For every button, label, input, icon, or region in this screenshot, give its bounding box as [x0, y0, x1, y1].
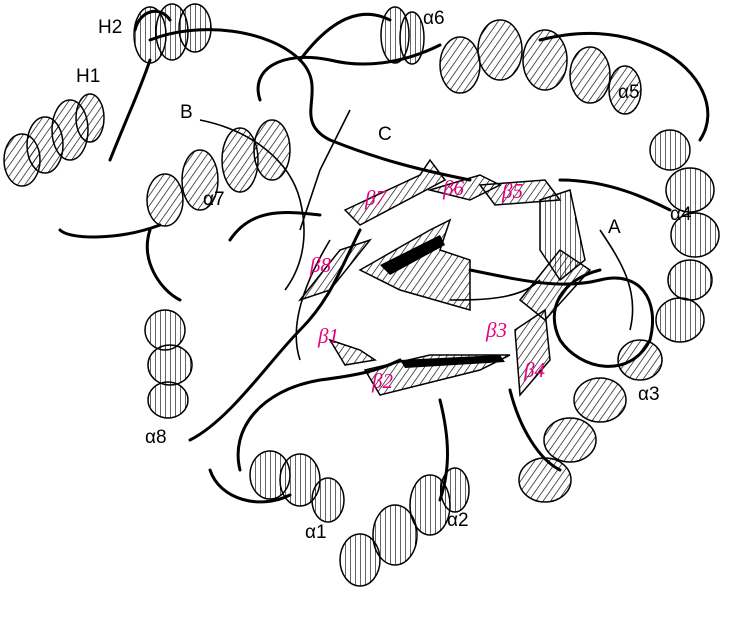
label-beta2: β2 [371, 369, 393, 393]
helix-alpha7 [146, 119, 291, 227]
strand-beta2 [363, 354, 511, 396]
helices [3, 3, 720, 587]
helix-alpha8 [144, 309, 193, 419]
label-alpha1: α1 [305, 522, 327, 543]
label-alpha4: α4 [670, 204, 692, 225]
strand-center-arrow [358, 218, 471, 311]
label-beta6: β6 [442, 176, 464, 200]
helix-alpha5 [439, 19, 642, 115]
helix-H1 [3, 93, 105, 187]
label-beta5: β5 [501, 179, 523, 203]
structure-labels: H2 H1 B C A α6 α5 α4 α3 α7 α8 α1 α2 β7 β… [76, 8, 692, 543]
label-C: C [378, 124, 392, 145]
label-alpha5: α5 [618, 82, 640, 103]
label-alpha6: α6 [423, 8, 445, 29]
label-B: B [180, 102, 193, 123]
label-alpha2: α2 [447, 510, 469, 531]
strand-beta4 [514, 308, 551, 397]
label-beta1: β1 [317, 324, 339, 348]
helix-alpha6 [380, 6, 425, 65]
label-beta7: β7 [364, 186, 387, 210]
label-beta4: β4 [523, 358, 545, 382]
strand-beta7 [343, 158, 447, 226]
strand-beta5-extension [539, 189, 586, 282]
helix-alpha1 [249, 450, 345, 523]
strand-center-dark [380, 235, 445, 275]
label-alpha7: α7 [203, 189, 225, 210]
label-alpha8: α8 [145, 427, 167, 448]
label-A: A [608, 217, 621, 238]
label-H1: H1 [76, 66, 100, 87]
label-beta8: β8 [309, 253, 331, 277]
label-alpha3: α3 [638, 384, 660, 405]
helix-H2 [133, 3, 212, 64]
label-H2: H2 [98, 17, 122, 38]
helix-alpha2 [339, 467, 470, 587]
helix-alpha4 [649, 129, 720, 258]
strand-beta2-dark [400, 355, 505, 368]
strand-beta8 [297, 238, 373, 302]
strand-beta1 [328, 338, 377, 366]
beta-strands [297, 158, 592, 397]
label-beta3: β3 [485, 318, 507, 342]
helix-alpha3 [518, 259, 713, 503]
